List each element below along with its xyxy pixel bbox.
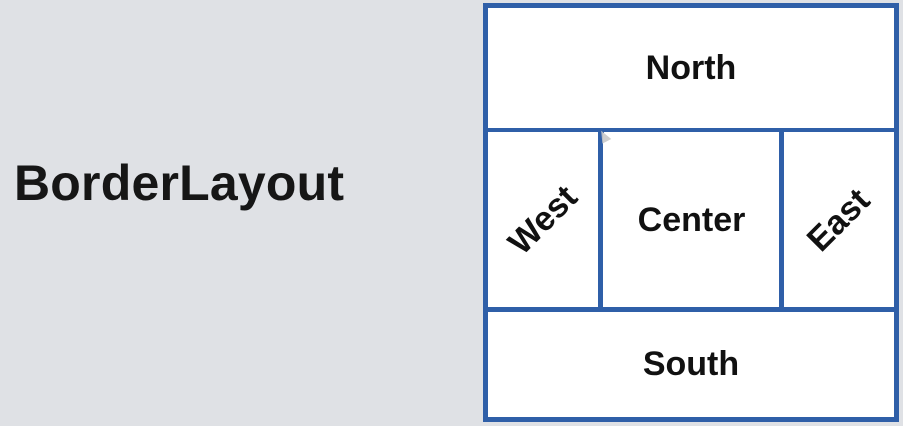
- west-region: West: [488, 132, 598, 308]
- page-title: BorderLayout: [14, 155, 345, 211]
- borderlayout-diagram: North West Center East South: [483, 3, 899, 422]
- divider-right: [779, 132, 784, 308]
- divider-bottom: [488, 307, 894, 312]
- center-region: Center: [604, 132, 779, 308]
- center-label: Center: [637, 200, 746, 239]
- south-label: South: [642, 345, 740, 383]
- divider-top: [488, 128, 894, 133]
- north-label: North: [645, 48, 737, 87]
- south-region: South: [488, 312, 894, 417]
- east-region: East: [784, 132, 894, 308]
- west-label: West: [500, 177, 585, 262]
- east-label: East: [799, 180, 878, 259]
- divider-left: [598, 132, 603, 308]
- north-region: North: [488, 8, 894, 128]
